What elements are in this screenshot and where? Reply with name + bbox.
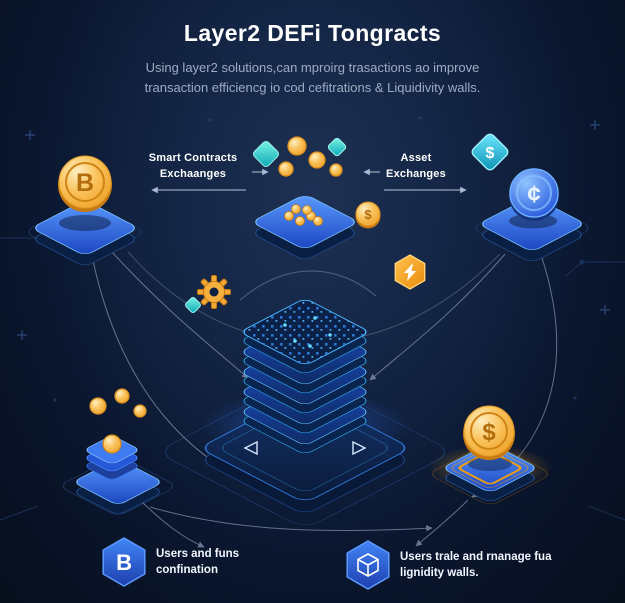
right-arrow-glyph <box>352 440 367 456</box>
label-asset-exchanges: Asset Exchanges <box>386 152 446 180</box>
legend-item-1-text: Users and funs confination <box>156 548 240 577</box>
legend-cube-hexagon-icon <box>346 540 390 590</box>
page-title: Layer2 DEFi Tongracts <box>183 20 442 46</box>
bitcoin-coin: B <box>58 155 112 231</box>
legend-bitcoin-hexagon-icon: B <box>102 537 146 587</box>
cent-coin: ¢ <box>509 168 559 229</box>
cent-symbol: ¢ <box>527 181 540 208</box>
teal-gem-icon-left <box>185 297 201 313</box>
cyan-dollar-badge-icon: $ <box>471 133 509 171</box>
gold-dollar-symbol: $ <box>482 419 496 446</box>
circuit-glow-dots <box>283 316 332 348</box>
legend-item-2-text: Users trale and rnanage fua lignidity wa… <box>400 551 552 580</box>
floating-coins-and-gems <box>253 136 347 177</box>
platform-top-center <box>255 196 355 259</box>
label-arrows <box>151 168 467 194</box>
svg-text:$: $ <box>364 207 372 222</box>
plus-decorations <box>17 120 610 340</box>
platform-bottom-left <box>76 388 160 514</box>
gear-icon <box>197 275 231 309</box>
teal-gem-icon <box>253 141 279 167</box>
floating-coins-bottom-left <box>89 388 147 418</box>
svg-text:$: $ <box>486 145 495 162</box>
stack-layers <box>240 298 370 453</box>
coin-pile <box>284 204 323 226</box>
platform-top-left <box>35 202 135 265</box>
dollar-coin-icon: $ <box>355 201 381 229</box>
bitcoin-symbol: B <box>76 169 94 197</box>
coin-on-cube <box>102 434 122 454</box>
label-smart-contracts: Smart Contracts Exchaanges <box>148 152 238 180</box>
lightning-badge-icon <box>394 254 426 290</box>
platform-top-right <box>482 198 582 261</box>
central-stack <box>200 298 410 512</box>
platform-bottom-right: $ <box>428 405 552 502</box>
teal-gem-icon-small <box>327 137 347 157</box>
page-subtitle: Using layer2 solutions,can mproirg trasa… <box>144 60 481 96</box>
left-arrow-glyph <box>243 440 258 456</box>
svg-text:B: B <box>116 550 132 575</box>
